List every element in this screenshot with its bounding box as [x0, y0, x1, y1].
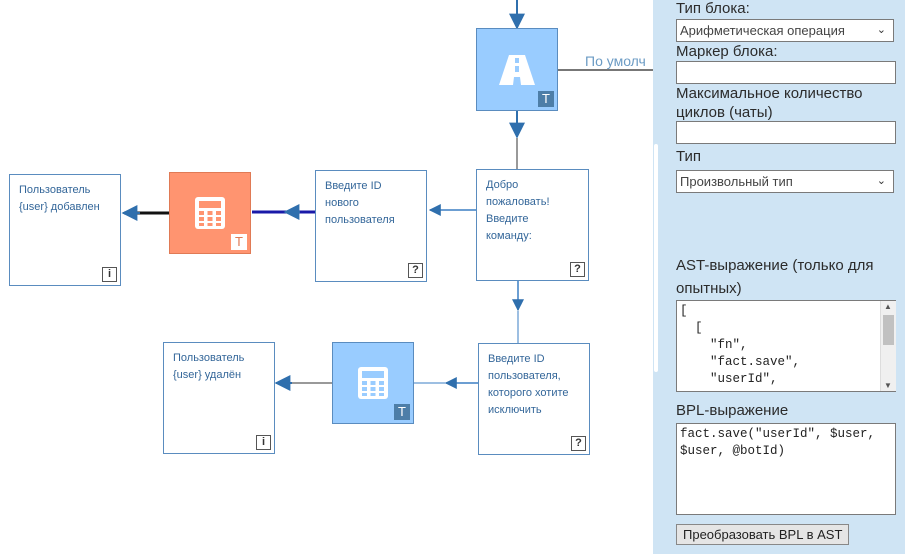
info-icon[interactable]: i [102, 267, 117, 282]
marker-label: Маркер блока: [676, 43, 778, 60]
calculator-icon [195, 197, 225, 229]
convert-bpl-to-ast-button[interactable]: Преобразовать BPL в AST [676, 524, 850, 545]
flow-links [121, 0, 653, 391]
node-user-added-text: Пользователь {user} добавлен [19, 184, 100, 213]
question-icon[interactable]: ? [570, 262, 585, 277]
chevron-down-icon: ⌄ [876, 24, 886, 36]
scroll-up-icon[interactable]: ▲ [884, 302, 892, 311]
max-cycles-input[interactable] [676, 121, 896, 144]
road-block[interactable]: T [476, 28, 558, 111]
node-enter-new-user[interactable]: Введите ID нового пользователя ? [315, 170, 427, 282]
node-enter-exclude-user-text: Введите ID пользователя, которого хотите… [488, 353, 569, 416]
road-icon [499, 54, 535, 85]
panel-scrollbar[interactable] [654, 144, 658, 372]
block-type-label: Тип блока: [676, 0, 750, 17]
block-type-value: Арифметическая операция [680, 23, 845, 38]
question-icon[interactable]: ? [571, 436, 586, 451]
properties-panel: Тип блока: Арифметическая операция ⌄ Мар… [653, 0, 905, 554]
bpl-label: BPL-выражение [676, 402, 789, 419]
node-welcome-text: Добро пожаловать! Введите команду: [486, 179, 550, 242]
info-icon[interactable]: i [256, 435, 271, 450]
node-user-added[interactable]: Пользователь {user} добавлен i [9, 174, 121, 286]
type-label: Тип [676, 148, 702, 165]
calculator-icon [358, 367, 388, 399]
t-badge: T [231, 234, 247, 250]
node-user-removed-text: Пользователь {user} удалён [173, 352, 245, 381]
node-enter-exclude-user[interactable]: Введите ID пользователя, которого хотите… [478, 343, 590, 455]
node-user-removed[interactable]: Пользователь {user} удалён i [163, 342, 275, 454]
chevron-down-icon: ⌄ [876, 175, 886, 187]
t-badge: T [394, 404, 410, 420]
type-value: Произвольный тип [680, 174, 793, 189]
type-select[interactable]: Произвольный тип ⌄ [676, 170, 894, 193]
calc-block[interactable]: T [332, 342, 414, 424]
ast-textarea[interactable]: [ [ "fn", "fact.save", "userId", [676, 300, 896, 392]
node-welcome[interactable]: Добро пожаловать! Введите команду: ? [476, 169, 589, 281]
node-enter-new-user-text: Введите ID нового пользователя [325, 180, 395, 226]
t-badge: T [538, 91, 554, 107]
ast-scrollbar-thumb[interactable] [883, 315, 894, 345]
marker-input[interactable] [676, 61, 896, 84]
ast-label: AST-выражение (только для опытных) [676, 257, 874, 297]
scroll-down-icon[interactable]: ▼ [884, 381, 892, 390]
max-cycles-label: Максимальное количество циклов (чаты) [676, 85, 863, 121]
flow-canvas[interactable]: По умолч T Добро пожаловать! Введите ком… [0, 0, 653, 554]
block-type-select[interactable]: Арифметическая операция ⌄ [676, 19, 894, 42]
default-edge-label: По умолч [585, 53, 646, 69]
calc-block-active[interactable]: T [169, 172, 251, 254]
bpl-textarea[interactable]: fact.save("userId", $user, $user, @botId… [676, 423, 896, 515]
question-icon[interactable]: ? [408, 263, 423, 278]
ast-scrollbar-track[interactable]: ▲ ▼ [880, 301, 896, 391]
